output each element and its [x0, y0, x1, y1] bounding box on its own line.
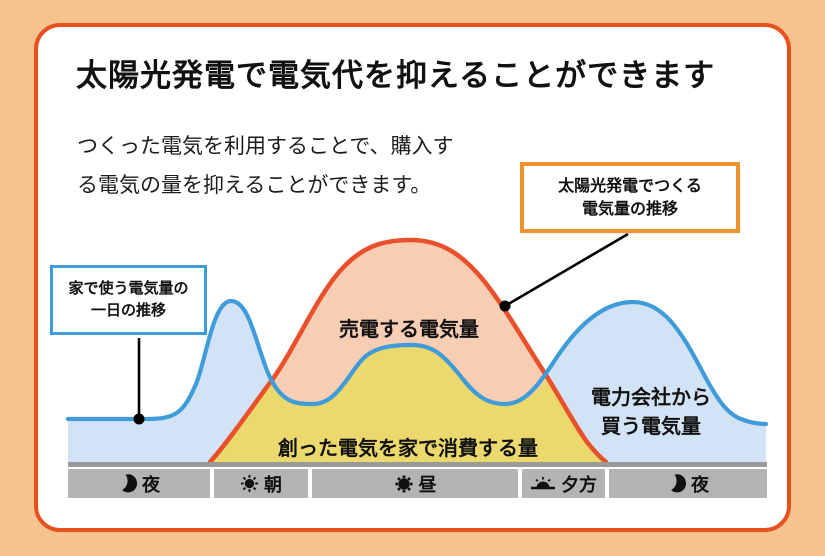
axis-segment-label: 朝 — [264, 474, 282, 495]
sold-electricity-label: 売電する電気量 — [339, 319, 479, 341]
self-consumed-area — [210, 345, 606, 462]
axis-segment-evening: 夕方 — [522, 469, 605, 498]
moon-icon — [671, 474, 687, 493]
home-callout-anchor-dot — [133, 413, 145, 425]
home-callout-line-1: 家で使う電気量の — [68, 280, 189, 297]
home-callout-line-2: 一日の推移 — [90, 302, 166, 319]
intro-text: つくった電気を利用することで、購入す る電気の量を抑えることができます。 — [77, 127, 454, 205]
self-consumed-label: 創った電気を家で消費する量 — [278, 438, 538, 460]
sun-icon — [240, 474, 259, 493]
home-usage-curve — [65, 298, 769, 427]
solar-callout-line-2: 電気量の推移 — [581, 200, 678, 218]
axis-segment-label: 昼 — [418, 474, 437, 495]
intro-line-1: つくった電気を利用することで、購入す — [77, 135, 454, 158]
axis-segment-night-1: 夜 — [68, 469, 210, 498]
solar-generation-callout: 太陽光発電でつくる 電気量の推移 — [520, 162, 740, 233]
bought-electricity-label: 電力会社から 買う電気量 — [591, 384, 711, 442]
home-usage-callout: 家で使う電気量の 一日の推移 — [50, 265, 207, 335]
axis-segment-label: 夜 — [691, 474, 709, 495]
axis-segment-night-2: 夜 — [609, 469, 767, 498]
sunset-icon — [531, 476, 555, 489]
axis-segment-noon: 昼 — [312, 469, 518, 498]
solar-callout-anchor-dot — [499, 300, 511, 312]
bought-label-line-1: 電力会社から — [591, 387, 711, 409]
page-title: 太陽光発電で電気代を抑えることができます — [76, 58, 716, 93]
solar-callout-leader-line — [504, 232, 629, 308]
axis-segment-label: 夕方 — [561, 474, 597, 495]
axis-segment-morning: 朝 — [214, 469, 308, 498]
bought-label-line-2: 買う電気量 — [601, 416, 701, 438]
solar-callout-line-1: 太陽光発電でつくる — [558, 177, 702, 195]
moon-icon — [122, 474, 138, 493]
x-axis-line — [68, 462, 767, 467]
axis-segment-label: 夜 — [142, 474, 160, 495]
solar-generation-curve — [207, 237, 609, 465]
intro-line-2: る電気の量を抑えることができます。 — [77, 174, 432, 197]
sun-icon — [395, 475, 412, 492]
